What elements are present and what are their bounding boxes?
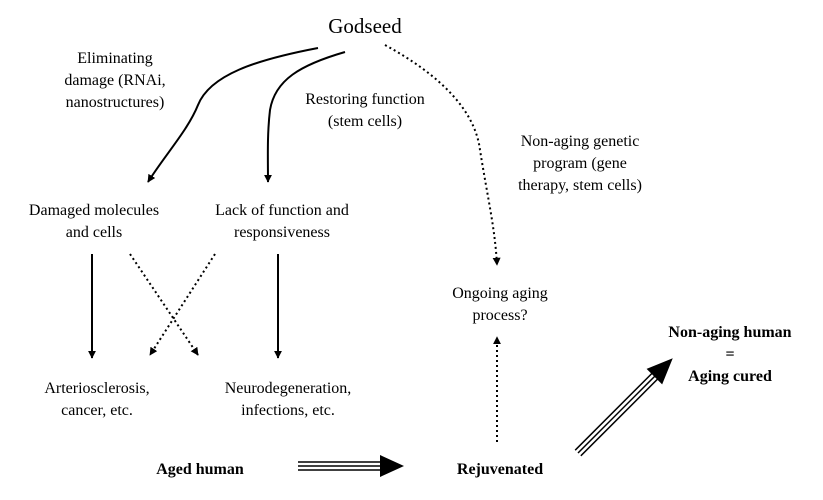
- arrow-aged-to-rejuvenated: [298, 455, 404, 477]
- genetic-program-label: Non-aging genetic program (gene therapy,…: [518, 133, 642, 194]
- arrow-godseed-to-damaged: [147, 47, 319, 183]
- arrow-damaged-to-neuro: [129, 253, 199, 356]
- non-aging-human-label: Non-aging human = Aging cured: [668, 324, 792, 385]
- godseed-label: Godseed: [328, 14, 402, 38]
- ongoing-aging-label: Ongoing aging process?: [452, 285, 548, 324]
- rejuvenated-label: Rejuvenated: [456, 461, 544, 478]
- lack-of-function-label: Lack of function and responsiveness: [215, 202, 349, 241]
- arrow-godseed-to-lack: [263, 51, 346, 183]
- restoring-function-label: Restoring function (stem cells): [305, 91, 425, 130]
- neurodegeneration-label: Neurodegeneration, infections, etc.: [224, 380, 352, 419]
- eliminating-damage-label: Eliminating damage (RNAi, nanostructures…: [64, 50, 166, 111]
- arteriosclerosis-label: Arteriosclerosis, cancer, etc.: [44, 380, 150, 419]
- arrow-lack-to-arterio: [149, 253, 216, 356]
- arrow-rejuvenated-to-nonaging: [574, 358, 673, 457]
- aged-human-label: Aged human: [156, 461, 244, 478]
- arrow-godseed-to-ongoing: [384, 44, 501, 266]
- damaged-molecules-label: Damaged molecules and cells: [28, 202, 160, 241]
